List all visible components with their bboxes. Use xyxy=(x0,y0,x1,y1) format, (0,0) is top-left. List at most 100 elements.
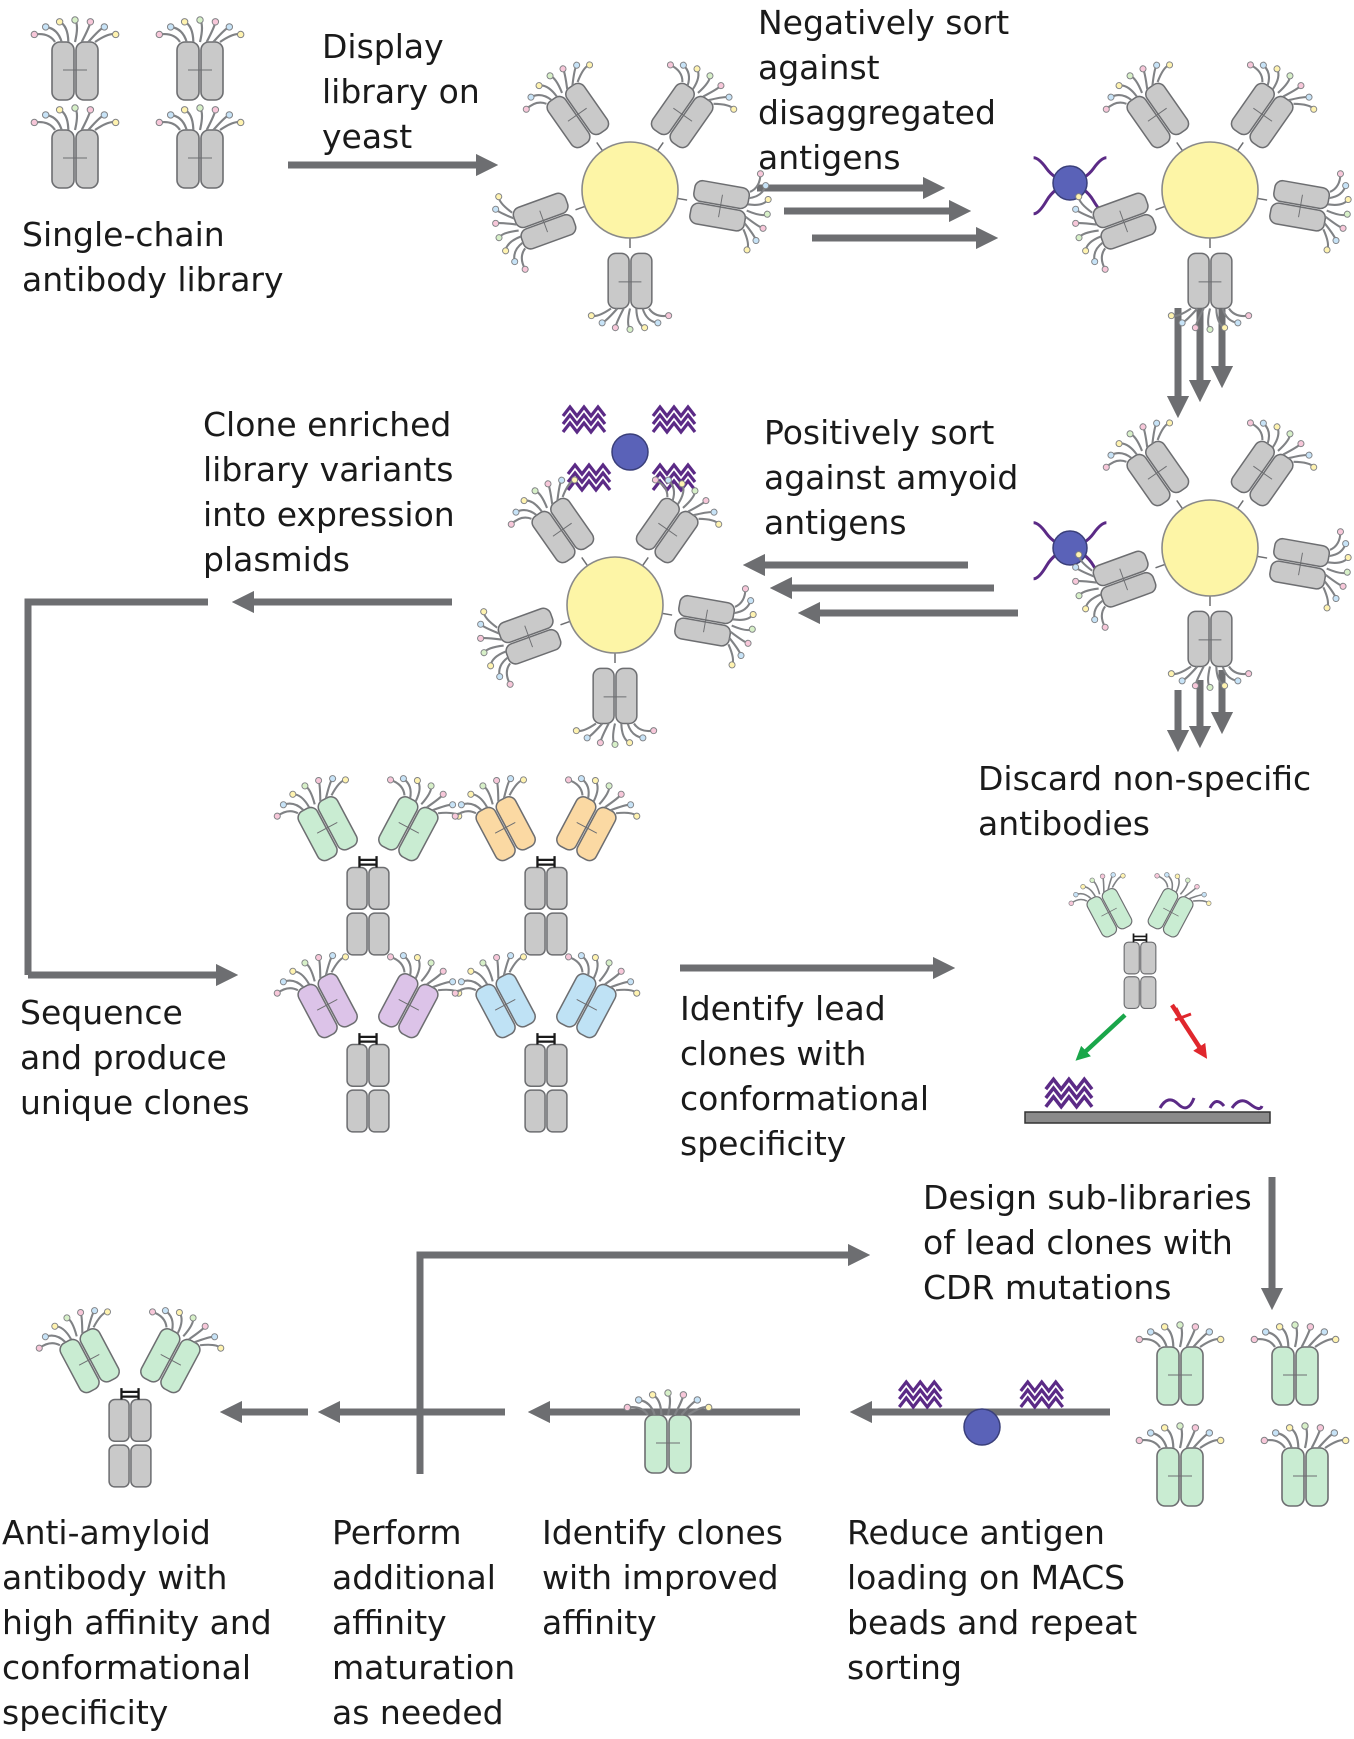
aga-linker xyxy=(575,205,586,211)
cdr-tip xyxy=(86,106,95,114)
library-scfv xyxy=(30,16,120,101)
cdr-tip xyxy=(1101,265,1109,273)
vl-domain xyxy=(1187,610,1210,668)
domain-divider xyxy=(576,822,598,834)
sublib-scfv xyxy=(1260,1422,1350,1507)
cdr-tip xyxy=(1135,1436,1144,1445)
vl-domain xyxy=(689,202,747,232)
cdr-tip xyxy=(717,82,725,90)
cdr-tip xyxy=(1206,325,1214,333)
aga-linker xyxy=(1236,142,1244,152)
cdr-tip xyxy=(103,1308,111,1316)
cdr-tip xyxy=(748,625,756,633)
aga-linker xyxy=(1155,563,1166,569)
hinge-disulfide xyxy=(358,856,378,868)
cdr-tip xyxy=(492,205,500,213)
cdr-tip xyxy=(467,790,475,798)
fc-domain xyxy=(524,912,546,956)
cdr-loop xyxy=(713,102,735,110)
cdr-tip xyxy=(665,312,673,320)
fc-domain xyxy=(368,1089,390,1133)
cdr-tip xyxy=(1342,540,1350,548)
vl-domain xyxy=(512,192,569,229)
amyloid-fibril xyxy=(561,404,607,435)
cdr-tip xyxy=(175,1309,183,1317)
cdr-tip xyxy=(1167,312,1175,320)
cdr-tip xyxy=(196,16,204,24)
domain-divider xyxy=(494,822,516,834)
vh-domain xyxy=(140,1327,181,1383)
vl-domain xyxy=(1180,1447,1204,1507)
domain-divider xyxy=(703,609,708,633)
cdr-loop xyxy=(1262,64,1271,86)
cdr-loop xyxy=(525,101,547,111)
cdr-tip xyxy=(329,952,337,960)
cdr-tip xyxy=(651,476,659,484)
vl-domain xyxy=(668,1414,692,1474)
cdr-tip xyxy=(341,953,349,961)
cdr-tip xyxy=(1205,1328,1214,1336)
cdr-tip xyxy=(55,106,64,114)
vh-domain xyxy=(531,510,576,564)
cdr-tip xyxy=(225,23,234,31)
vh-domain xyxy=(650,82,695,136)
domain-divider xyxy=(1147,465,1167,480)
bead-reduced-antigen xyxy=(897,1379,1065,1446)
cdr-tip xyxy=(1146,1429,1155,1437)
cdr-tip xyxy=(1072,577,1080,585)
cdr-tip xyxy=(706,72,714,80)
cdr-tip xyxy=(35,1344,43,1352)
cdr-loop xyxy=(1293,102,1315,110)
cdr-tip xyxy=(1099,873,1106,879)
hinge-disulfide xyxy=(120,1388,140,1400)
cdr-tip xyxy=(611,324,619,332)
assay-surface xyxy=(1024,1111,1271,1124)
domain-divider xyxy=(673,107,693,122)
cdr-tip xyxy=(573,61,581,69)
vl-domain xyxy=(1145,440,1190,494)
cdr-tip xyxy=(1273,423,1281,431)
fibril-strand xyxy=(1019,1395,1065,1410)
fc-domain xyxy=(1123,976,1140,1010)
fab-arm xyxy=(1068,872,1133,938)
domain-divider xyxy=(398,822,420,834)
fibril-strand xyxy=(1044,1085,1094,1101)
domain-divider xyxy=(1253,465,1273,480)
vh-domain xyxy=(297,806,338,862)
cdr-tip xyxy=(91,1307,99,1315)
displayed-scfv xyxy=(674,585,757,669)
vl-domain xyxy=(576,806,617,862)
vh-domain xyxy=(693,179,751,210)
fc-domain xyxy=(524,866,546,911)
vl-domain xyxy=(1187,252,1210,310)
cdr-tip xyxy=(693,65,701,73)
label-library: Single-chain antibody library xyxy=(22,215,284,299)
fc-domain xyxy=(368,866,390,911)
cdr-loop xyxy=(402,777,412,799)
cdr-tip xyxy=(439,967,447,975)
fibril-strand xyxy=(651,478,697,493)
cdr-tip xyxy=(289,967,297,975)
aga-linker xyxy=(677,197,688,201)
cdr-tip xyxy=(725,93,733,101)
cdr-tip xyxy=(704,1403,713,1412)
cdr-tip xyxy=(623,1403,632,1412)
fc-domain xyxy=(546,1089,568,1133)
fab-arm xyxy=(140,1307,225,1394)
vh-domain xyxy=(1156,1346,1180,1406)
cdr-tip xyxy=(211,18,220,26)
displayed-scfv xyxy=(507,476,595,564)
cdr-tip xyxy=(1075,193,1083,201)
vl-domain xyxy=(674,617,732,647)
fab-arm xyxy=(1147,872,1212,938)
cdr-tip xyxy=(605,782,613,790)
domain-divider xyxy=(524,625,533,648)
yeast-negative-sort xyxy=(1072,61,1352,333)
cdr-tip xyxy=(1191,324,1199,332)
vl-domain xyxy=(1145,82,1190,136)
vh-domain xyxy=(1126,95,1171,149)
cdr-tip xyxy=(492,219,500,227)
cdr-tip xyxy=(1216,1436,1225,1445)
fibril-strand xyxy=(1019,1387,1065,1402)
fab-arm xyxy=(273,775,358,862)
